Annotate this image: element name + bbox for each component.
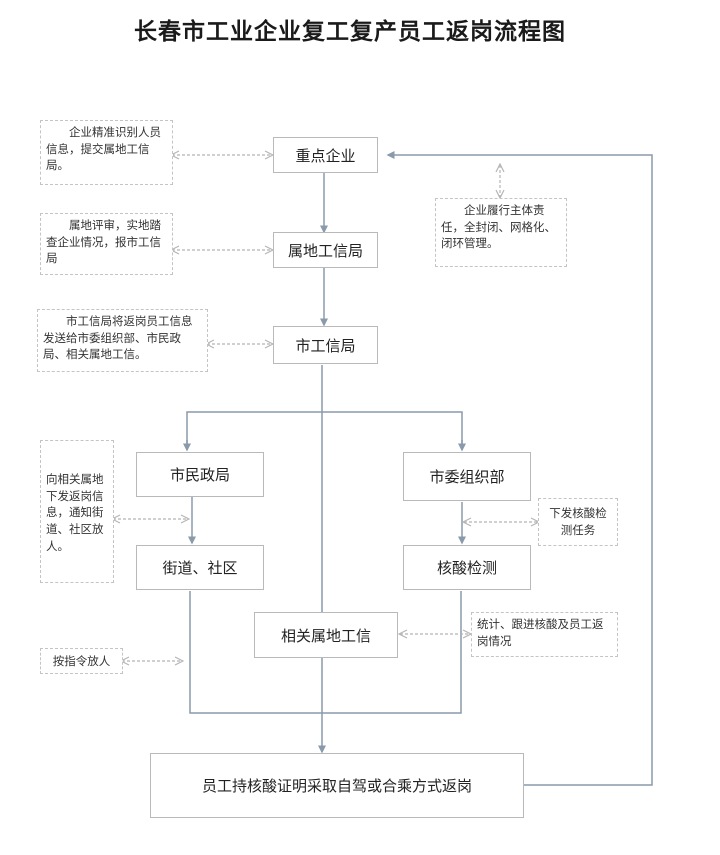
merge-line <box>189 591 462 714</box>
box-org-dept: 市委组织部 <box>403 452 531 501</box>
note-release: 按指令放人 <box>40 648 123 674</box>
branch-line <box>186 411 463 445</box>
box-related-miit: 相关属地工信 <box>254 612 398 658</box>
note-review: 属地评审，实地踏查企业情况，报市工信局 <box>40 213 173 275</box>
note-test-task: 下发核酸检测任务 <box>538 498 618 546</box>
note-statistics: 统计、跟进核酸及员工返岗情况 <box>471 612 618 657</box>
note-notify: 向相关属地下发返岗信息，通知街道、社区放人。 <box>40 440 114 583</box>
feedback-loop <box>386 151 653 786</box>
box-civil-affairs: 市民政局 <box>136 452 264 497</box>
box-city-miit: 市工信局 <box>273 326 378 364</box>
box-key-enterprise: 重点企业 <box>273 137 378 173</box>
box-nucleic-test: 核酸检测 <box>403 545 531 590</box>
note-identify: 企业精准识别人员信息，提交属地工信局。 <box>40 120 173 185</box>
box-return-final: 员工持核酸证明采取自驾或合乘方式返岗 <box>150 753 524 818</box>
note-city-send: 市工信局将返岗员工信息发送给市委组织部、市民政局、相关属地工信。 <box>37 309 208 372</box>
box-street-community: 街道、社区 <box>136 545 264 590</box>
page-title: 长春市工业企业复工复产员工返岗流程图 <box>134 18 566 45</box>
note-responsibility: 企业履行主体责任，全封闭、网格化、闭环管理。 <box>435 198 567 267</box>
box-local-miit: 属地工信局 <box>273 232 378 268</box>
